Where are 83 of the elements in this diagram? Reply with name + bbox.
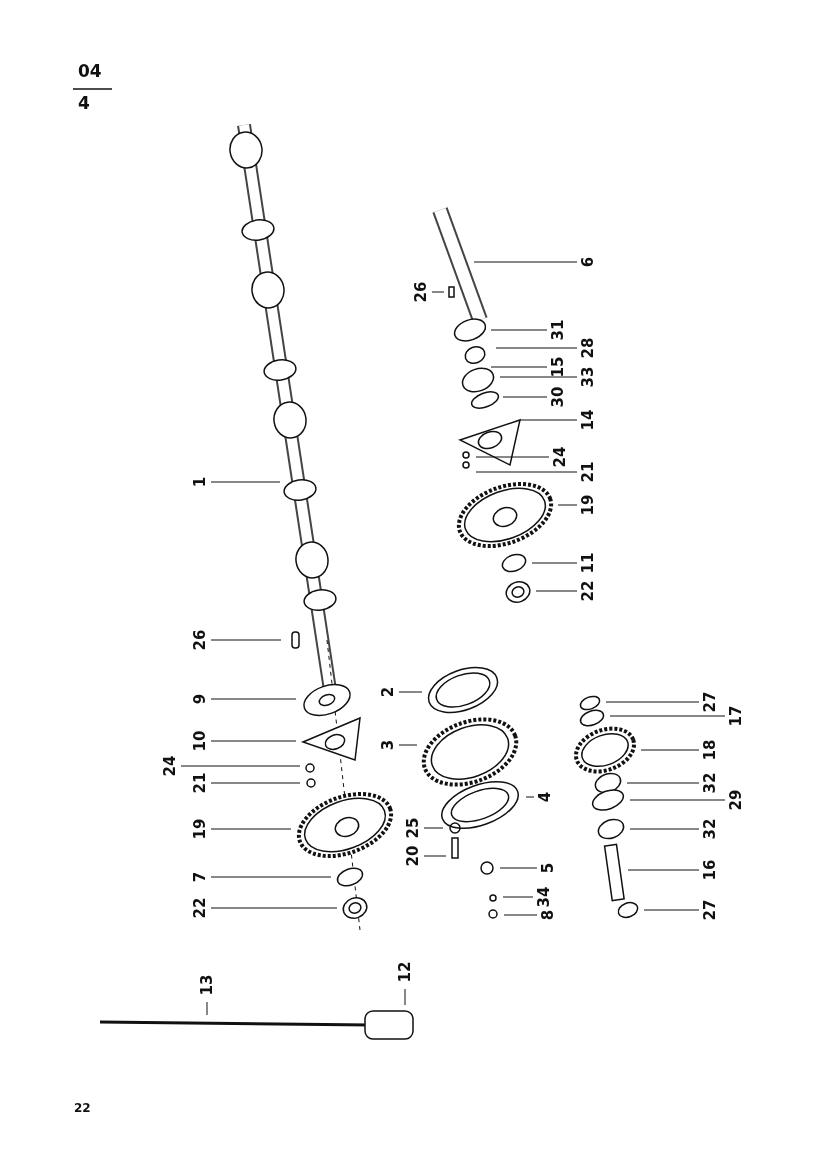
leader-line [490,366,548,368]
leader-line [503,914,538,916]
leader-line [423,827,444,829]
callout-number: 21 [191,772,209,794]
callout-number: 4 [536,791,554,803]
leader-line [643,909,700,911]
callout-number: 9 [191,693,209,705]
leader-line [210,828,292,830]
callout-number: 6 [579,256,597,268]
leader-line [210,481,281,483]
callout-number: 22 [579,580,597,602]
callout-number: 5 [539,862,557,874]
callout-number: 2 [379,686,397,698]
leader-line [499,867,538,869]
callout-number: 17 [727,705,745,727]
leader-line [499,376,578,378]
leader-line [210,740,297,742]
leader-line [398,744,418,746]
callout-number: 7 [191,871,209,883]
leader-line [531,562,578,564]
callout-number: 31 [549,319,567,341]
leader-line [640,749,700,751]
leader-line [431,291,445,293]
page-number: 22 [74,1101,91,1115]
callout-number: 15 [549,356,567,378]
leader-line [502,896,534,898]
callout-number: 16 [701,859,719,881]
leader-line [605,701,700,703]
leader-line [519,419,578,421]
leader-line [502,396,548,398]
callout-number: 18 [701,739,719,761]
callout-number: 32 [701,818,719,840]
page-section-number: 04 [78,61,102,81]
callout-number: 24 [161,755,179,777]
callout-number: 24 [551,446,569,468]
callout-number: 14 [579,409,597,431]
callout-number: 25 [404,817,422,839]
leader-line [206,1001,208,1016]
callout-number: 30 [549,386,567,408]
callout-number: 27 [701,691,719,713]
callout-number: 32 [701,772,719,794]
callout-number: 10 [191,730,209,752]
leader-line [490,329,548,331]
leader-line [210,782,301,784]
callout-number: 27 [701,899,719,921]
leader-line [398,691,423,693]
leader-line [629,799,726,801]
callout-number: 3 [379,739,397,751]
callout-number: 12 [396,961,414,983]
leader-line [180,765,301,767]
leader-line [557,504,578,506]
leader-line [473,261,578,263]
leader-line [626,782,700,784]
callout-number: 19 [579,494,597,516]
leader-line [210,907,338,909]
callout-number: 29 [727,789,745,811]
callout-number: 1 [191,476,209,488]
page-subsection-number: 4 [78,93,90,113]
callout-number: 34 [535,886,553,908]
callout-number: 21 [579,461,597,483]
leader-line [475,471,578,473]
callout-number: 8 [539,909,557,921]
leader-line [210,876,332,878]
leader-line [495,347,578,349]
callout-number: 26 [412,281,430,303]
callout-number: 33 [579,366,597,388]
callout-number: 13 [198,974,216,996]
leader-line [423,855,447,857]
leader-line [629,828,700,830]
leader-line [210,639,282,641]
leader-line [404,988,406,1006]
callout-number: 28 [579,337,597,359]
leader-line [609,715,726,717]
callout-number: 26 [191,629,209,651]
leader-line [627,869,700,871]
callout-number: 22 [191,897,209,919]
leader-line [535,590,578,592]
callout-number: 20 [404,845,422,867]
callout-number: 19 [191,818,209,840]
leader-line [525,796,535,798]
callout-number: 11 [579,552,597,574]
leader-line [210,698,297,700]
leader-line [475,456,550,458]
